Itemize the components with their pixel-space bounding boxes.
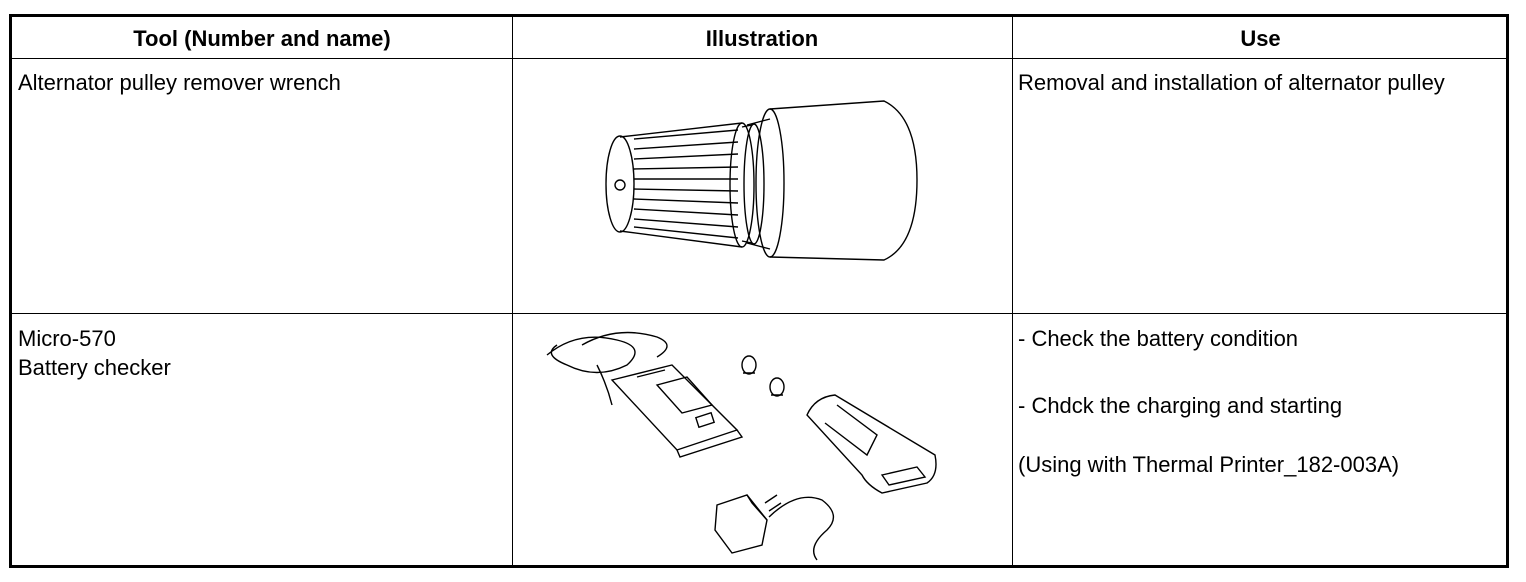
use-line: - Chdck the charging and starting bbox=[1018, 393, 1343, 418]
use-line: (Using with Thermal Printer_182-003A) bbox=[1018, 452, 1400, 477]
column-divider bbox=[1012, 17, 1013, 565]
alternator-pulley-wrench-icon bbox=[605, 100, 918, 261]
tool-name-line: Micro-570 bbox=[18, 326, 116, 351]
row2-tool-name: Micro-570 Battery checker bbox=[18, 324, 171, 382]
row-divider bbox=[12, 313, 1506, 314]
header-use: Use bbox=[1240, 26, 1281, 51]
row-divider bbox=[12, 58, 1506, 59]
header-illustration: Illustration bbox=[705, 26, 819, 51]
row2-use: - Check the battery condition - Chdck th… bbox=[1018, 324, 1399, 479]
battery-checker-kit-icon bbox=[546, 331, 937, 561]
row1-tool-name: Alternator pulley remover wrench bbox=[18, 68, 341, 97]
use-line: Removal and installation of alternator p… bbox=[1018, 70, 1445, 95]
tool-name-line: Alternator pulley remover wrench bbox=[18, 70, 341, 95]
use-line: - Check the battery condition bbox=[1018, 326, 1299, 351]
special-tools-table: Tool (Number and name) Illustration Use … bbox=[9, 14, 1509, 568]
column-divider bbox=[512, 17, 513, 565]
tool-name-line: Battery checker bbox=[18, 355, 171, 380]
row1-use: Removal and installation of alternator p… bbox=[1018, 68, 1445, 97]
header-tool: Tool (Number and name) bbox=[133, 26, 391, 51]
